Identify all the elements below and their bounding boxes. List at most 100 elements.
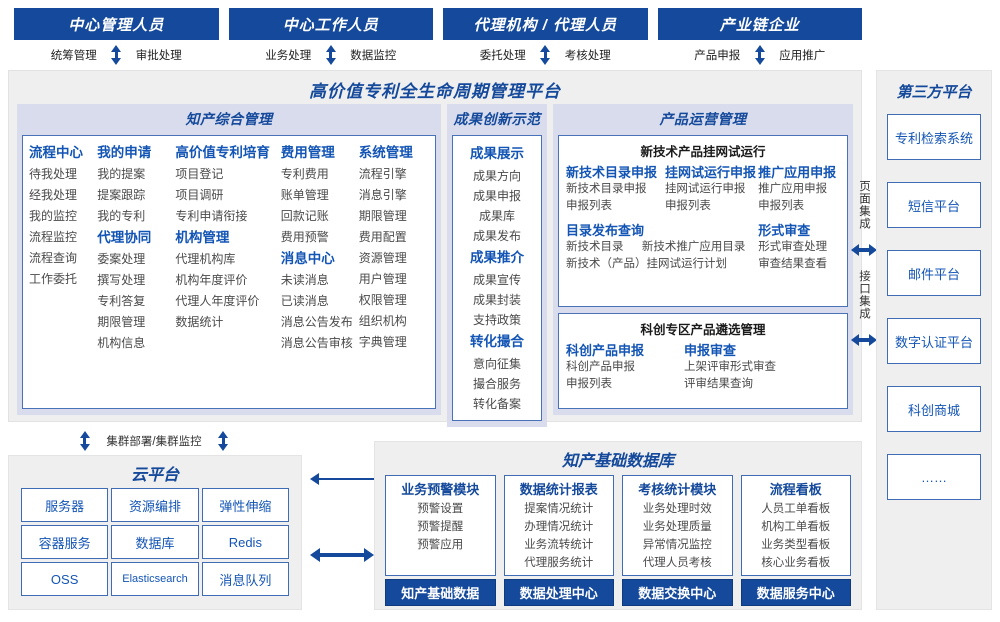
- menu-item[interactable]: 专利答复: [97, 294, 146, 308]
- group-title-agent-collaboration[interactable]: 代理协同: [97, 230, 152, 245]
- menu-item[interactable]: 机构年度评价: [175, 273, 248, 287]
- cloud-item-database[interactable]: 数据库: [111, 525, 199, 559]
- menu-item[interactable]: 上架评审形式审查: [684, 361, 776, 373]
- menu-item[interactable]: 申报列表: [664, 200, 711, 212]
- menu-item[interactable]: 成果申报: [472, 189, 521, 203]
- menu-item[interactable]: 期限管理: [97, 315, 146, 329]
- group-title-agency-management[interactable]: 机构管理: [175, 230, 230, 245]
- group-title[interactable]: 申报审查: [684, 343, 737, 358]
- group-title-transformation-matching[interactable]: 转化撮合: [470, 334, 524, 349]
- menu-item[interactable]: 权限管理: [358, 293, 407, 307]
- menu-item[interactable]: 我的提案: [97, 167, 146, 181]
- db-footer-exchange-center[interactable]: 数据交换中心: [622, 579, 733, 606]
- db-item[interactable]: 业务处理时效: [642, 503, 712, 515]
- cloud-item-elastic-scaling[interactable]: 弹性伸缩: [201, 488, 289, 522]
- db-footer-base-data[interactable]: 知产基础数据: [385, 579, 496, 606]
- group-title-process-center[interactable]: 流程中心: [29, 145, 83, 160]
- role-box-agency[interactable]: 代理机构 / 代理人员: [443, 8, 648, 40]
- cloud-item-container-service[interactable]: 容器服务: [21, 525, 109, 559]
- menu-item[interactable]: 字典管理: [358, 335, 407, 349]
- menu-item[interactable]: 挂网试运行申报: [664, 183, 746, 195]
- menu-item[interactable]: 费用预警: [280, 230, 329, 244]
- db-item[interactable]: 代理人员考核: [642, 557, 712, 569]
- cloud-item-oss[interactable]: OSS: [21, 562, 109, 596]
- menu-item[interactable]: 撮合服务: [472, 377, 521, 391]
- db-item[interactable]: 业务处理质量: [642, 521, 712, 533]
- menu-item[interactable]: 新技术目录申报: [566, 183, 647, 195]
- menu-item[interactable]: 用户管理: [358, 272, 407, 286]
- cloud-item-elasticsearch[interactable]: Elasticsearch: [111, 562, 199, 596]
- db-footer-processing-center[interactable]: 数据处理中心: [503, 579, 614, 606]
- group-title[interactable]: 形式审查: [758, 223, 811, 238]
- menu-item[interactable]: 申报列表: [566, 200, 612, 212]
- db-item[interactable]: 提案情况统计: [524, 503, 594, 515]
- menu-item[interactable]: 形式审查处理: [758, 241, 828, 253]
- menu-item[interactable]: 成果方向: [472, 169, 521, 183]
- menu-item[interactable]: 新技术目录: [566, 241, 624, 253]
- menu-item[interactable]: 新技术（产品）挂网试运行计划: [566, 258, 727, 270]
- menu-item[interactable]: 新技术推广应用目录: [641, 241, 746, 253]
- cloud-item-server[interactable]: 服务器: [21, 488, 109, 522]
- db-item[interactable]: 代理服务统计: [524, 557, 594, 569]
- menu-item[interactable]: 成果封装: [472, 293, 521, 307]
- menu-item[interactable]: 流程引擎: [358, 167, 407, 181]
- menu-item[interactable]: 项目调研: [175, 188, 224, 202]
- menu-item[interactable]: 组织机构: [358, 314, 407, 328]
- db-footer-service-center[interactable]: 数据服务中心: [740, 579, 851, 606]
- menu-item[interactable]: 审查结果查看: [758, 258, 828, 270]
- db-item[interactable]: 人员工单看板: [761, 503, 831, 515]
- menu-item[interactable]: 申报列表: [758, 200, 805, 212]
- cloud-item-message-queue[interactable]: 消息队列: [201, 562, 289, 596]
- cloud-item-redis[interactable]: Redis: [201, 525, 289, 559]
- group-title[interactable]: 科创产品申报: [566, 343, 645, 358]
- menu-item[interactable]: 经我处理: [29, 188, 78, 202]
- group-title[interactable]: 目录发布查询: [566, 223, 645, 238]
- menu-item[interactable]: 消息引擎: [358, 188, 407, 202]
- menu-item[interactable]: 转化备案: [472, 397, 521, 411]
- menu-item[interactable]: 科创产品申报: [566, 361, 635, 373]
- menu-item[interactable]: 专利费用: [280, 167, 329, 181]
- menu-item[interactable]: 推广应用申报: [758, 183, 828, 195]
- menu-item[interactable]: 撰写处理: [97, 273, 146, 287]
- db-item[interactable]: 预警应用: [417, 539, 464, 551]
- db-item[interactable]: 业务类型看板: [761, 539, 831, 551]
- third-party-item-more[interactable]: ……: [887, 454, 981, 500]
- db-item[interactable]: 核心业务看板: [761, 557, 831, 569]
- menu-item[interactable]: 成果库: [478, 209, 515, 223]
- third-party-item-digital-cert[interactable]: 数字认证平台: [887, 318, 981, 364]
- db-item[interactable]: 预警设置: [417, 503, 464, 515]
- menu-item[interactable]: 未读消息: [280, 273, 329, 287]
- menu-item[interactable]: 数据统计: [175, 315, 224, 329]
- third-party-item-patent-search[interactable]: 专利检索系统: [887, 114, 981, 160]
- cloud-item-resource-orchestration[interactable]: 资源编排: [111, 488, 199, 522]
- third-party-item-email[interactable]: 邮件平台: [887, 250, 981, 296]
- menu-item[interactable]: 回款记账: [280, 209, 329, 223]
- menu-item[interactable]: 工作委托: [29, 272, 78, 286]
- group-title-achievement-promotion[interactable]: 成果推介: [470, 250, 524, 265]
- third-party-item-innovation-mall[interactable]: 科创商城: [887, 386, 981, 432]
- menu-item[interactable]: 成果发布: [472, 229, 521, 243]
- group-title-system-management[interactable]: 系统管理: [358, 145, 413, 160]
- group-title-message-center[interactable]: 消息中心: [280, 251, 335, 266]
- group-title[interactable]: 推广应用申报: [758, 165, 837, 180]
- menu-item[interactable]: 待我处理: [29, 167, 78, 181]
- role-box-enterprise[interactable]: 产业链企业: [657, 8, 862, 40]
- group-title-achievement-display[interactable]: 成果展示: [470, 146, 524, 161]
- menu-item[interactable]: 已读消息: [280, 294, 329, 308]
- group-title-fee-management[interactable]: 费用管理: [280, 145, 335, 160]
- group-title-high-value-patent-cultivation[interactable]: 高价值专利培育: [175, 145, 270, 160]
- menu-item[interactable]: 我的监控: [29, 209, 78, 223]
- menu-item[interactable]: 期限管理: [358, 209, 407, 223]
- menu-item[interactable]: 流程查询: [29, 251, 78, 265]
- db-item[interactable]: 办理情况统计: [524, 521, 594, 533]
- menu-item[interactable]: 流程监控: [29, 230, 78, 244]
- menu-item[interactable]: 费用配置: [358, 230, 407, 244]
- menu-item[interactable]: 资源管理: [358, 251, 407, 265]
- db-item[interactable]: 机构工单看板: [761, 521, 831, 533]
- menu-item[interactable]: 机构信息: [97, 336, 146, 350]
- menu-item[interactable]: 代理机构库: [175, 252, 236, 266]
- role-box-center-manager[interactable]: 中心管理人员: [14, 8, 219, 40]
- menu-item[interactable]: 账单管理: [280, 188, 329, 202]
- group-title[interactable]: 新技术目录申报: [566, 165, 658, 180]
- menu-item[interactable]: 代理人年度评价: [175, 294, 260, 308]
